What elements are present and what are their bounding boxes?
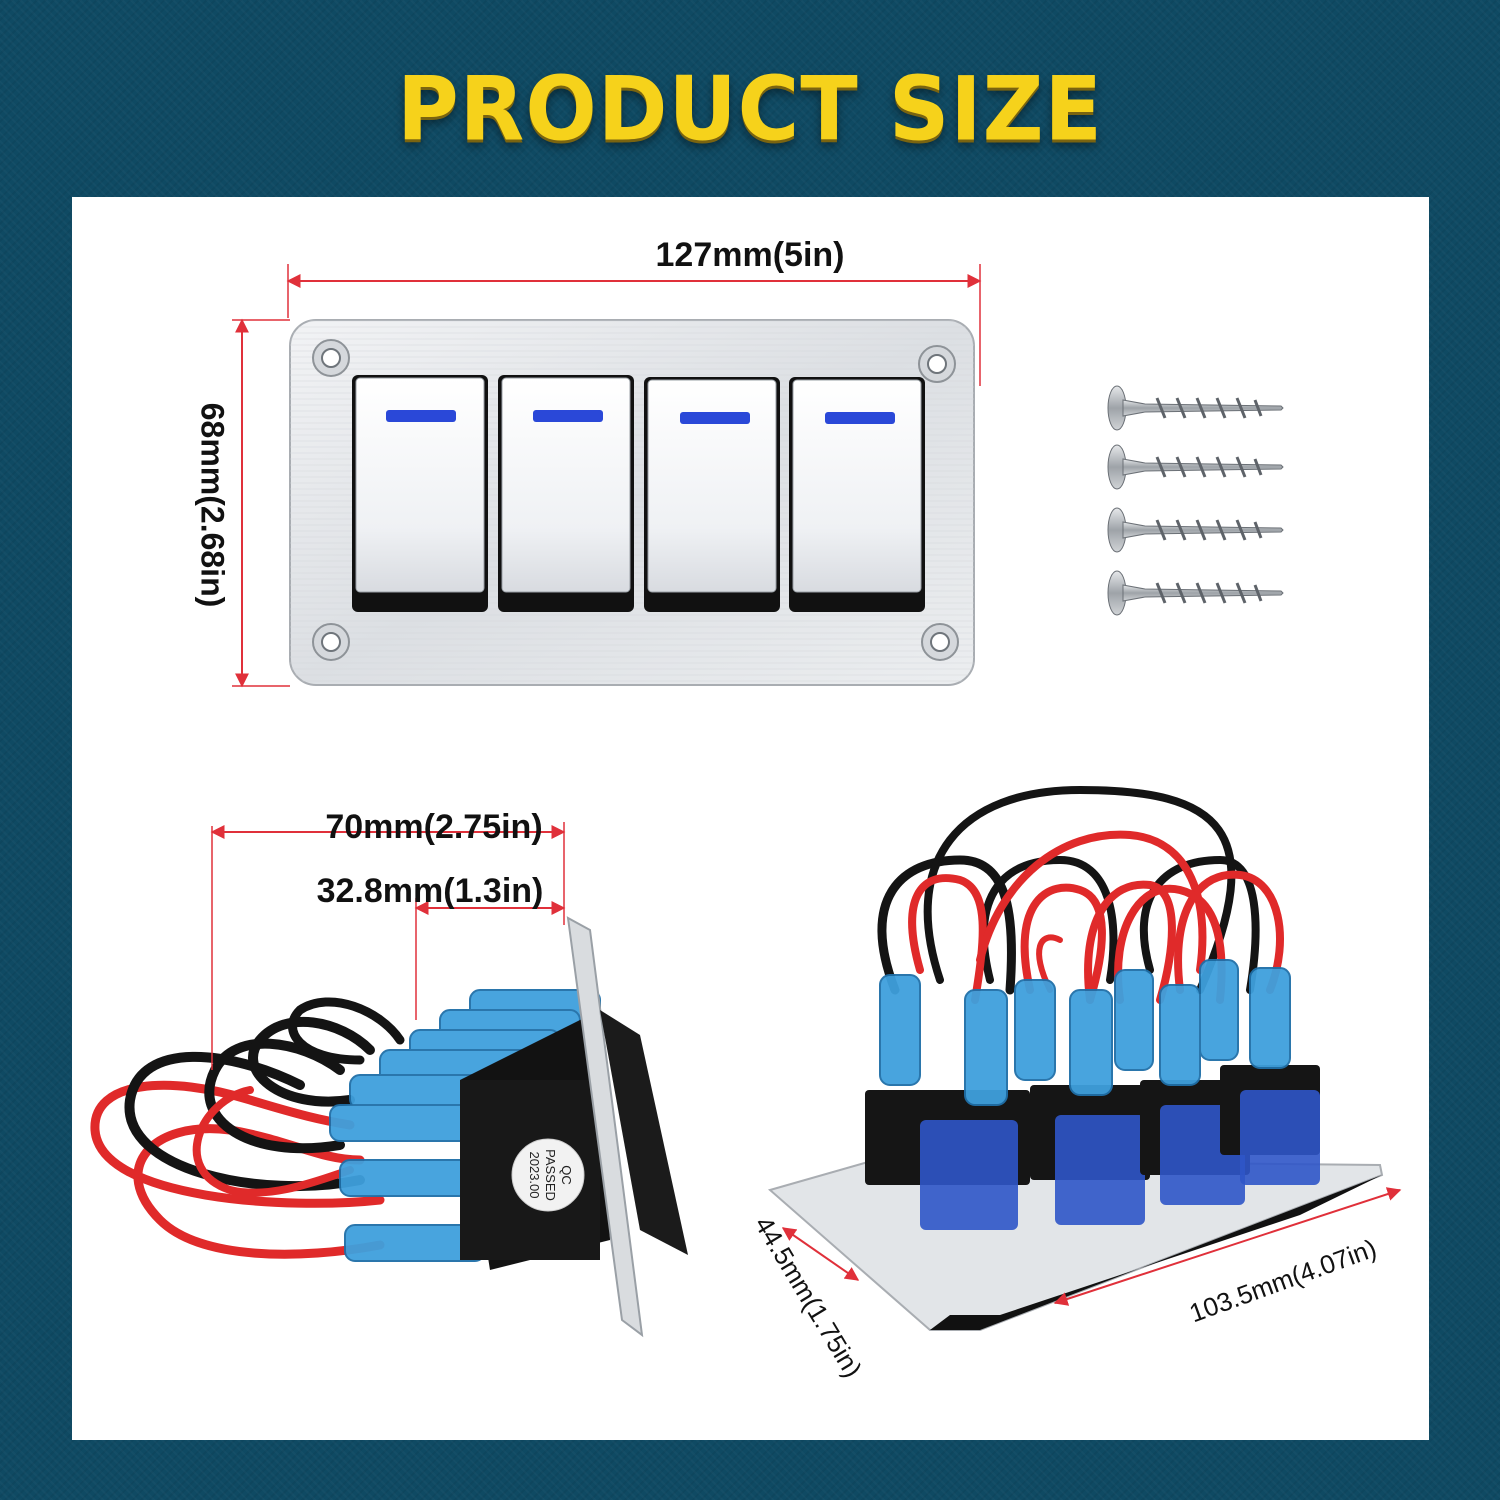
rocker-switch-1 (352, 375, 488, 612)
screw-icon (1107, 385, 1284, 616)
page-title: PRODUCT SIZE (397, 57, 1103, 161)
qc-label-line2: PASSED (543, 1149, 558, 1201)
qc-label-line3: 2023.00 (527, 1152, 542, 1199)
panel-front-view (232, 264, 982, 688)
panel-width-label: 127mm(5in) (655, 236, 845, 274)
back-switch-1 (865, 1090, 1030, 1230)
panel-back-view (767, 785, 1402, 1331)
back-switch-4 (1220, 1065, 1320, 1185)
panel-side-view (90, 822, 688, 1338)
side-depth-switch-label: 32.8mm(1.3in) (316, 872, 544, 910)
panel-height-label: 68mm(2.68in) (194, 402, 231, 608)
rocker-switch-3 (644, 377, 780, 612)
rocker-switch-4 (789, 377, 925, 612)
side-depth-total-label: 70mm(2.75in) (325, 808, 543, 846)
rocker-switch-2 (498, 375, 634, 612)
qc-label: QC PASSED 2023.00 (527, 1149, 574, 1201)
qc-label-line1: QC (559, 1165, 574, 1185)
mounting-hole-icon (312, 339, 959, 661)
